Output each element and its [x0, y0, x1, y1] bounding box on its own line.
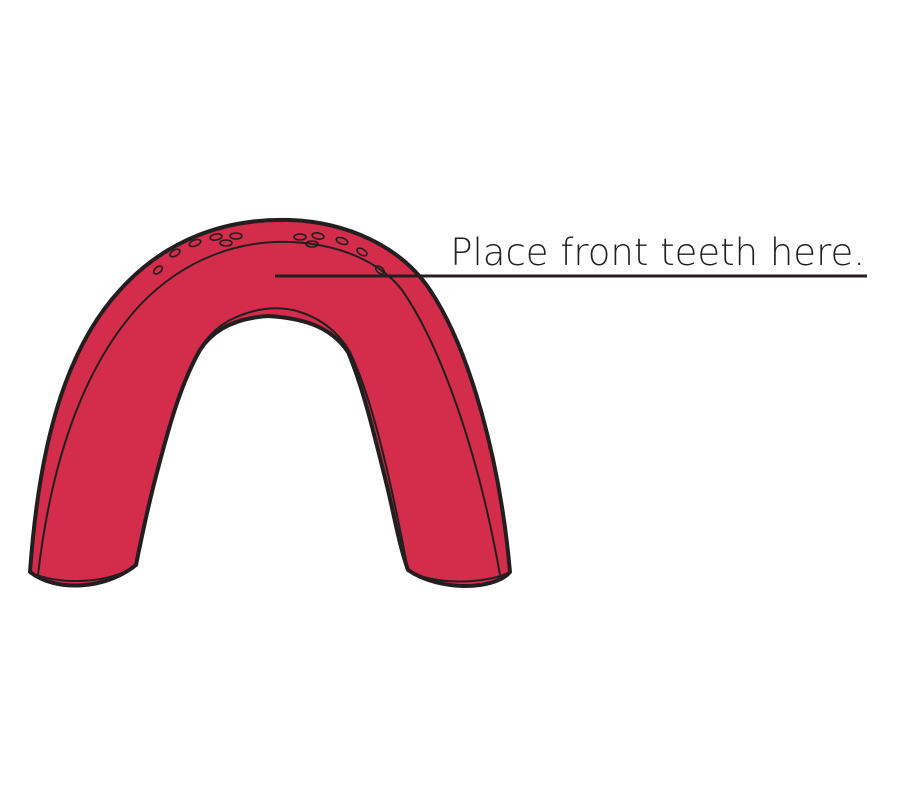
right-end-cap	[407, 569, 511, 583]
breathing-holes-left	[152, 232, 243, 275]
inner-channel-line	[135, 307, 409, 571]
mouthguard-icon	[28, 217, 512, 588]
left-end-cap	[29, 564, 137, 583]
breathing-holes-right	[293, 232, 386, 275]
callout-label: Place front teeth here.	[450, 231, 865, 274]
outer-ridge-line	[37, 240, 501, 576]
